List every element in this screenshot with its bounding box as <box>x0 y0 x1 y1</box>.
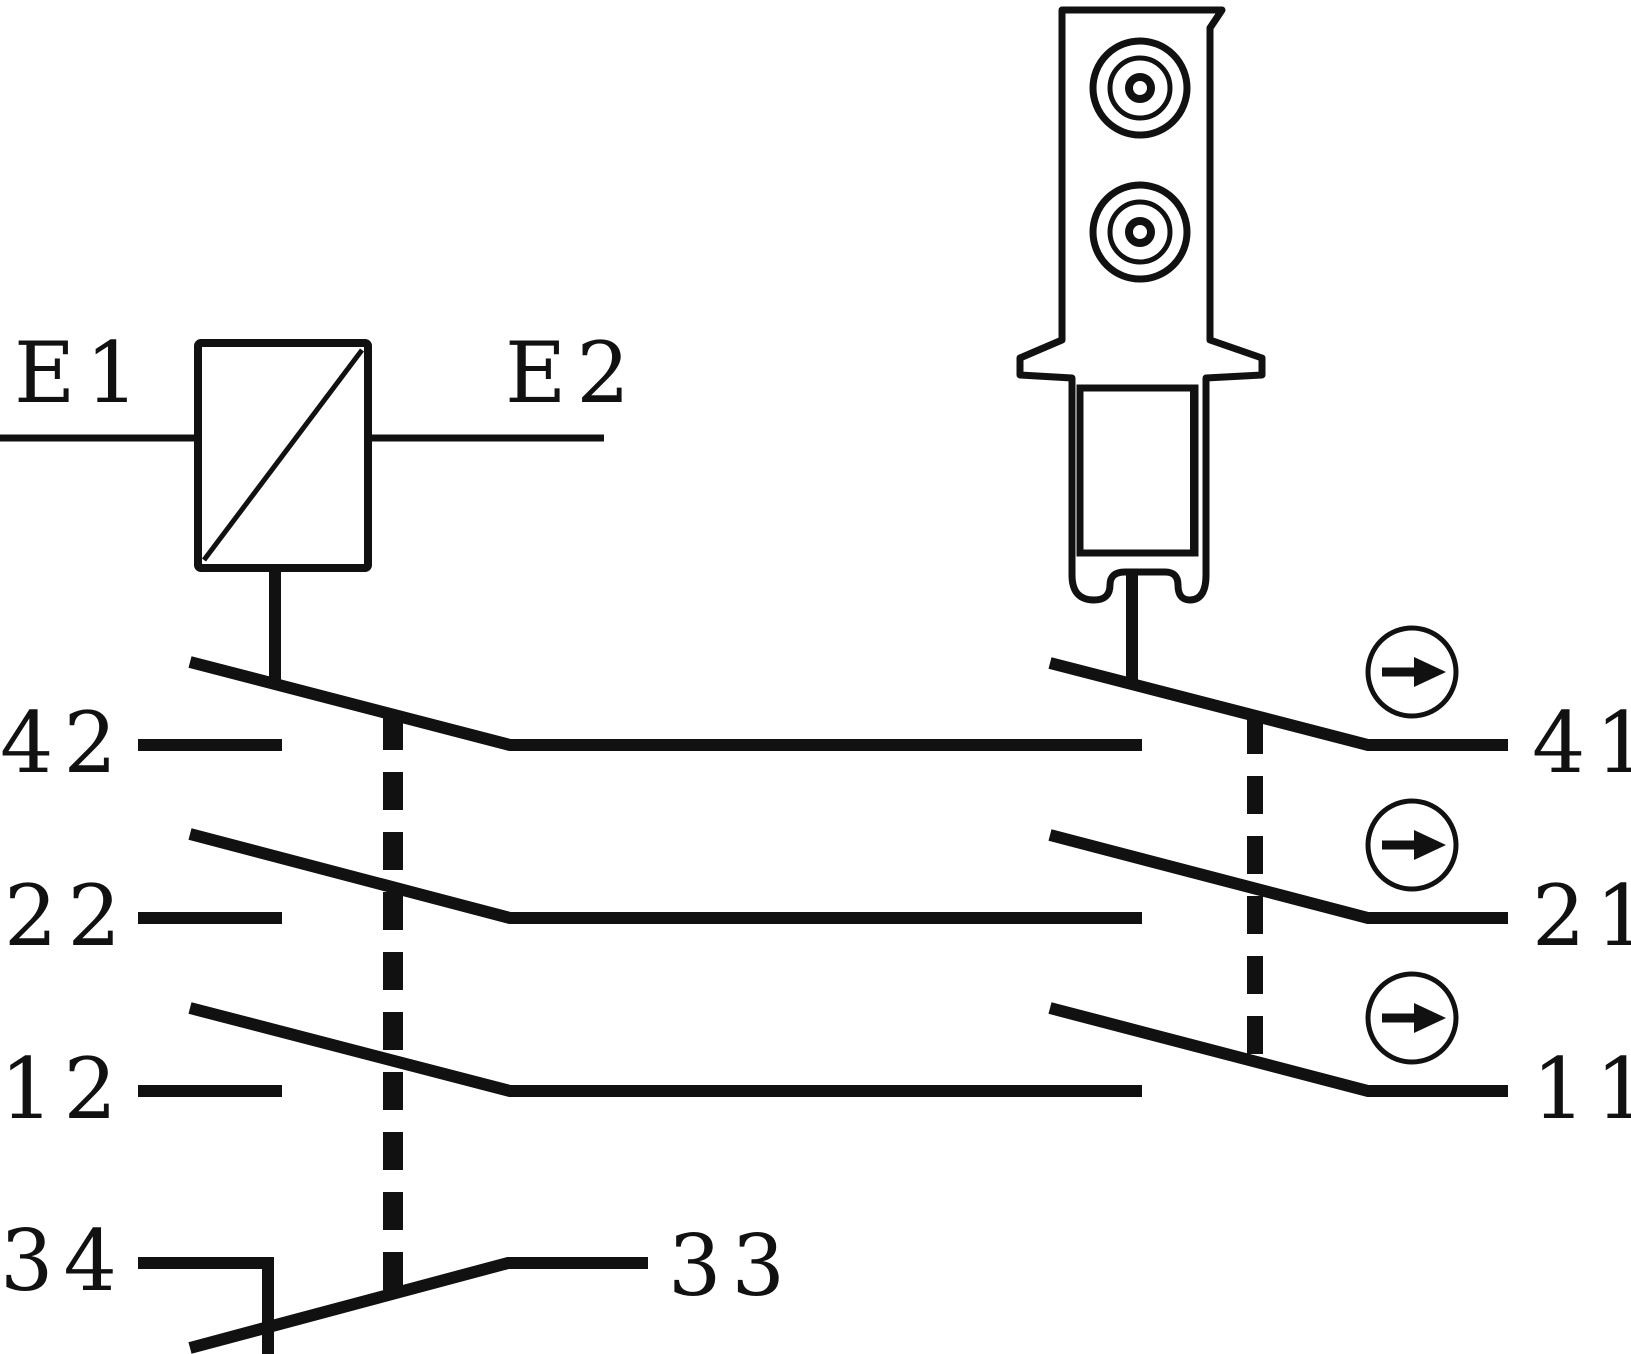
label-22: 22 <box>4 867 131 965</box>
label-34: 34 <box>0 1212 127 1310</box>
actuator-hole-core-2 <box>1125 217 1155 247</box>
blade-left-42 <box>188 656 1142 751</box>
label-11: 11 <box>1532 1040 1631 1138</box>
label-41: 41 <box>1532 694 1631 792</box>
coil-box <box>194 339 372 572</box>
right-contacts <box>1048 657 1508 1097</box>
relay-coil-icon <box>0 339 604 680</box>
actuator-hole-inner-2 <box>1107 199 1173 265</box>
blade-right-21 <box>1048 829 1508 924</box>
blade-right-11 <box>1048 1002 1508 1097</box>
positive-opening-circle-11 <box>1365 971 1459 1065</box>
positive-opening-arrow-icon <box>1365 625 1459 1065</box>
positive-opening-circle-41 <box>1365 625 1459 719</box>
actuator-hole-outer-1 <box>1089 37 1191 139</box>
actuator-body <box>1016 6 1266 604</box>
label-12: 12 <box>0 1040 127 1138</box>
blade-33 <box>188 1257 648 1354</box>
positive-opening-head-21 <box>1414 830 1446 860</box>
actuator-hole-core-1 <box>1125 73 1155 103</box>
label-33: 33 <box>668 1217 795 1315</box>
label-e1: E1 <box>14 324 149 422</box>
label-42: 42 <box>0 694 127 792</box>
blade-left-22 <box>188 828 1142 924</box>
label-21: 21 <box>1532 867 1631 965</box>
left-contacts <box>138 656 1142 1354</box>
positive-opening-circle-21 <box>1365 798 1459 892</box>
actuator-hole-outer-2 <box>1089 181 1191 283</box>
door-actuator-key-icon <box>1016 6 1266 680</box>
positive-opening-head-11 <box>1414 1003 1446 1033</box>
label-e2: E2 <box>505 324 640 422</box>
coil-diagonal <box>202 348 364 562</box>
actuator-hole-inner-1 <box>1107 55 1173 121</box>
blade-right-41 <box>1048 657 1508 751</box>
actuator-window <box>1076 384 1199 557</box>
blade-left-12 <box>188 1002 1142 1097</box>
positive-opening-head-41 <box>1414 657 1446 687</box>
